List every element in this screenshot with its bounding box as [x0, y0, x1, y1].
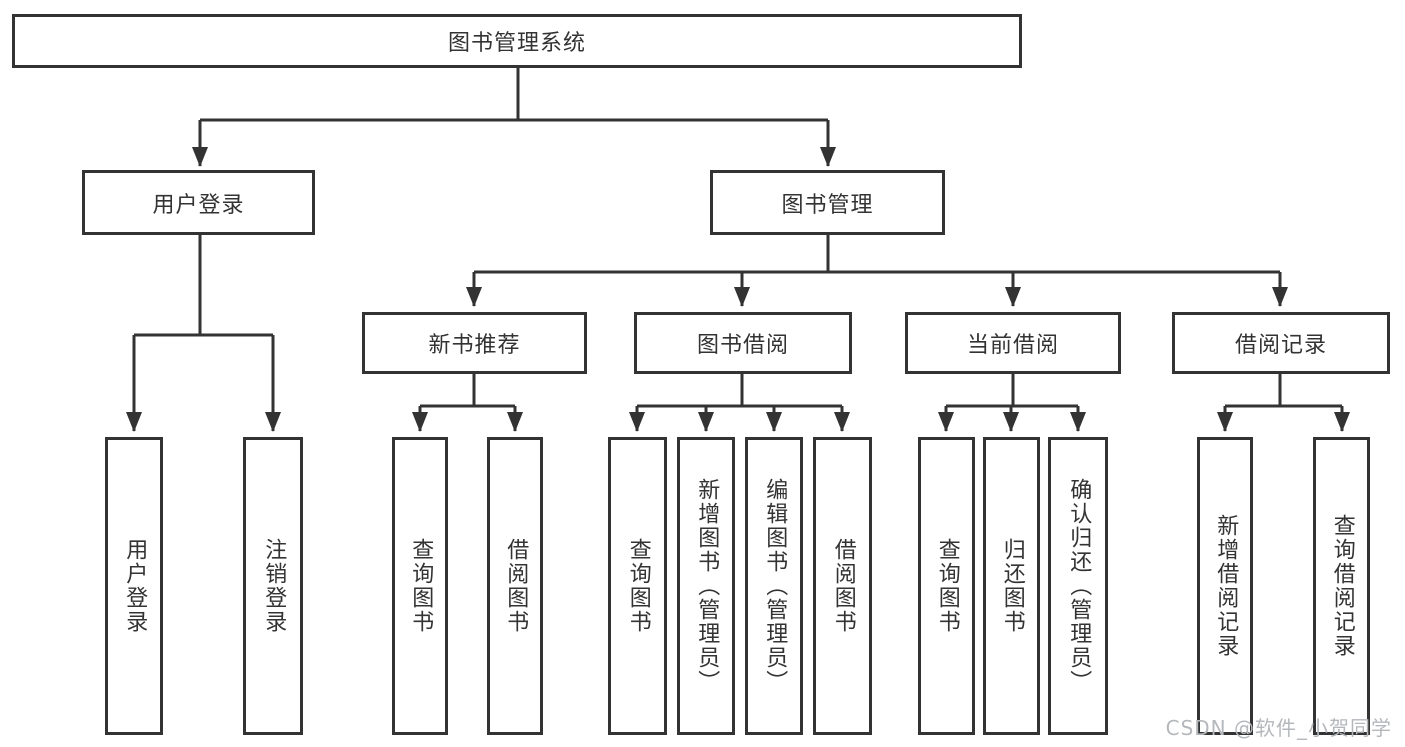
node-label: 新书推荐: [428, 333, 521, 358]
leaf-nbr-query-books: 查询图书: [392, 437, 448, 735]
node-label: 借阅记录: [1234, 333, 1327, 358]
leaf-user-login: 用户登录: [105, 437, 163, 735]
leaf-cb-confirm-return-admin: 确认归还（管理员）: [1048, 437, 1108, 735]
connector-user-login-children: [126, 235, 281, 432]
node-label: 图书管理系统: [447, 31, 586, 56]
node-label: 当前借阅: [966, 333, 1059, 358]
leaf-bb-borrow-books: 借阅图书: [813, 437, 872, 735]
connector-root-to-level2: [192, 68, 836, 167]
node-label: 归还图书: [999, 538, 1025, 634]
leaf-cb-query-books: 查询图书: [918, 437, 975, 735]
node-label: 编辑图书（管理员）: [762, 478, 788, 694]
node-new-book-recommendation: 新书推荐: [362, 312, 587, 374]
node-label: 查询图书: [934, 538, 960, 634]
node-label: 确认归还（管理员）: [1066, 478, 1092, 694]
node-label: 新增图书（管理员）: [694, 478, 720, 694]
node-book-management: 图书管理: [710, 170, 945, 235]
node-book-borrowing: 图书借阅: [634, 312, 852, 374]
node-current-borrowing: 当前借阅: [905, 312, 1121, 374]
connector-book-management-children: [466, 235, 1288, 307]
node-label: 查询借阅记录: [1329, 514, 1355, 658]
node-label: 查询图书: [625, 538, 651, 634]
node-user-login-group: 用户登录: [82, 170, 315, 235]
leaf-br-add-borrow-record: 新增借阅记录: [1197, 437, 1253, 735]
leaf-cb-return-books: 归还图书: [983, 437, 1040, 735]
node-library-management-system: 图书管理系统: [12, 14, 1022, 68]
connector-borrow-records-children: [1217, 374, 1350, 432]
leaf-logout-login: 注销登录: [243, 437, 303, 735]
leaf-nbr-borrow-books: 借阅图书: [487, 437, 543, 735]
node-label: 查询图书: [408, 538, 434, 634]
leaf-br-query-borrow-record: 查询借阅记录: [1313, 437, 1370, 735]
leaf-bb-add-books-admin: 新增图书（管理员）: [677, 437, 735, 735]
node-label: 借阅图书: [503, 538, 529, 634]
leaf-bb-query-books: 查询图书: [608, 437, 667, 735]
leaf-bb-edit-books-admin: 编辑图书（管理员）: [745, 437, 803, 735]
csdn-watermark: CSDN @软件_小贺同学: [1165, 716, 1392, 740]
node-label: 用户登录: [122, 538, 148, 634]
node-label: 用户登录: [152, 192, 245, 218]
connector-book-borrow-children: [629, 374, 850, 432]
node-label: 图书管理: [781, 192, 874, 218]
connector-new-book-rec-children: [412, 374, 523, 432]
node-label: 注销登录: [261, 538, 287, 634]
node-label: 借阅图书: [830, 538, 856, 634]
node-label: 图书借阅: [696, 333, 789, 358]
connector-current-borrow-children: [938, 374, 1086, 432]
node-borrowing-records: 借阅记录: [1172, 312, 1390, 374]
node-label: 新增借阅记录: [1213, 514, 1239, 658]
